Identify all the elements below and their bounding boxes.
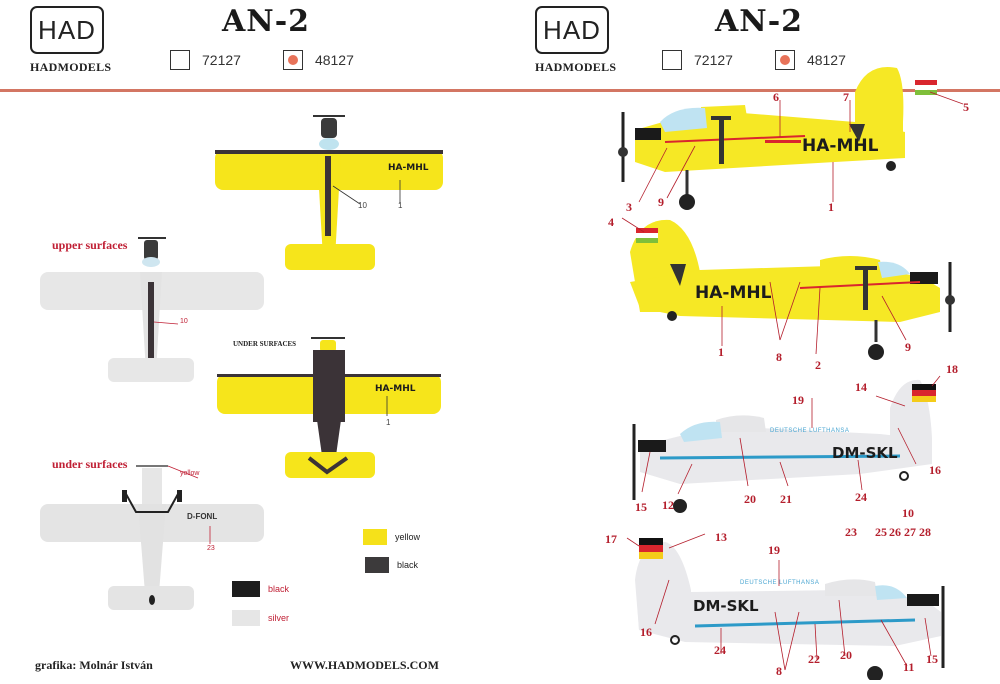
page-title: AN-2 — [222, 4, 311, 39]
profile-ha-mhl-right — [621, 217, 955, 360]
header-right: HAD HADMODELS — [535, 6, 616, 75]
scale-checkbox-72127[interactable] — [662, 50, 682, 70]
callout-number: 25 — [875, 525, 887, 539]
color-swatch — [232, 610, 260, 626]
upper-surfaces-label: upper surfaces — [52, 238, 128, 252]
callout-number: 13 — [715, 530, 727, 544]
color-swatch — [365, 557, 389, 573]
callout-number: 24 — [855, 490, 867, 504]
callout-number: 23 — [845, 525, 857, 539]
callout-number: 28 — [919, 525, 931, 539]
callout-number: 10 — [180, 318, 188, 325]
callout-number: 20 — [744, 492, 756, 506]
callout-number: 1 — [718, 345, 724, 359]
callout-number: 26 — [889, 525, 901, 539]
silver-under-view — [40, 465, 264, 610]
registration-text: DM-SKL — [693, 597, 759, 615]
under-surfaces-caps-label: UNDER SURFACES — [233, 340, 297, 348]
callout-number: 3 — [626, 200, 632, 214]
scale-checkbox-72127[interactable] — [170, 50, 190, 70]
callout-number: 9 — [905, 340, 911, 354]
legend-label: black — [397, 560, 419, 570]
scale-options-right: 72127 48127 — [662, 50, 846, 70]
callout-number: 17 — [605, 532, 617, 546]
had-logo: HAD — [30, 6, 104, 54]
legend-item-yellow: yellow — [363, 529, 420, 545]
legend-label: black — [268, 584, 290, 594]
legend-item-silver: silver — [232, 610, 289, 626]
brand-name: HADMODELS — [535, 60, 617, 74]
legend-label: silver — [268, 613, 290, 623]
scale-label: 72127 — [694, 52, 733, 68]
callout-number: 7 — [843, 90, 849, 104]
callout-number: 9 — [658, 195, 664, 209]
registration-text: HA-MHL — [375, 384, 416, 394]
website-link[interactable]: WWW.HADMODELS.COM — [290, 658, 439, 672]
scale-options-left: 72127 48127 — [170, 50, 354, 70]
callout-number: 1 — [398, 201, 403, 210]
legend-label: yellow — [395, 532, 421, 542]
callout-number: 27 — [904, 525, 916, 539]
callout-number: 12 — [662, 498, 674, 512]
callout-number: 19 — [768, 543, 780, 557]
header-divider — [0, 89, 1000, 92]
callout-number: 2 — [815, 358, 821, 372]
selected-dot-icon — [779, 55, 790, 65]
prop-color-note: yellow — [180, 470, 200, 477]
scale-label: 48127 — [806, 52, 846, 68]
legend-item-black: black — [365, 557, 418, 573]
logo-text: HAD — [543, 14, 601, 45]
airline-title: DEUTSCHE LUFTHANSA — [740, 580, 820, 586]
callout-number: 1 — [828, 200, 834, 214]
brand-name: HADMODELS — [30, 60, 112, 74]
callout-number: 15 — [926, 652, 938, 666]
page-title: AN-2 — [715, 4, 804, 39]
callout-number: 23 — [207, 545, 215, 552]
scale-checkbox-48127[interactable] — [774, 50, 795, 70]
legend-item-black-silver-scheme: black — [232, 581, 289, 597]
silver-top-view — [40, 237, 264, 382]
callout-number: 16 — [640, 625, 652, 639]
callout-number: 11 — [903, 660, 915, 674]
callout-number: 8 — [776, 664, 782, 678]
logo-text: HAD — [38, 14, 96, 45]
registration-text: D-FONL — [187, 512, 218, 521]
registration-text: HA-MHL — [802, 136, 879, 156]
callout-number: 24 — [714, 643, 726, 657]
had-logo: HAD — [535, 6, 609, 54]
callout-number: 15 — [635, 500, 647, 514]
airline-title: DEUTSCHE LUFTHANSA — [770, 428, 850, 434]
color-swatch — [232, 581, 260, 597]
callout-number: 6 — [773, 90, 779, 104]
scale-label: 72127 — [202, 52, 241, 68]
callout-number: 10 — [902, 506, 914, 520]
registration-text: DM-SKL — [832, 444, 898, 462]
callout-number: 18 — [946, 362, 958, 376]
callout-number: 8 — [776, 350, 782, 364]
registration-text: HA-MHL — [388, 163, 429, 173]
scale-label: 48127 — [314, 52, 354, 68]
callout-number: 16 — [929, 463, 941, 477]
yellow-top-view — [215, 115, 443, 270]
callout-number: 22 — [808, 652, 820, 666]
profile-ha-mhl-left — [618, 67, 964, 210]
designer-credit: grafika: Molnár István — [35, 658, 153, 672]
color-swatch — [363, 529, 387, 545]
selected-dot-icon — [287, 55, 298, 65]
callout-number: 4 — [608, 215, 614, 229]
callout-number: 14 — [855, 380, 867, 394]
yellow-under-view — [217, 337, 441, 478]
profile-dm-skl-right — [626, 533, 945, 680]
profile-dm-skl-left — [632, 375, 941, 513]
callout-number: 10 — [358, 201, 367, 210]
header-left: HAD HADMODELS — [30, 6, 111, 75]
callout-number: 21 — [780, 492, 792, 506]
under-surfaces-label: under surfaces — [52, 457, 128, 471]
scale-checkbox-48127[interactable] — [282, 50, 303, 70]
registration-text: HA-MHL — [695, 283, 772, 303]
callout-number: 19 — [792, 393, 804, 407]
callout-number: 5 — [963, 100, 969, 114]
callout-number: 1 — [386, 418, 391, 427]
callout-number: 20 — [840, 648, 852, 662]
